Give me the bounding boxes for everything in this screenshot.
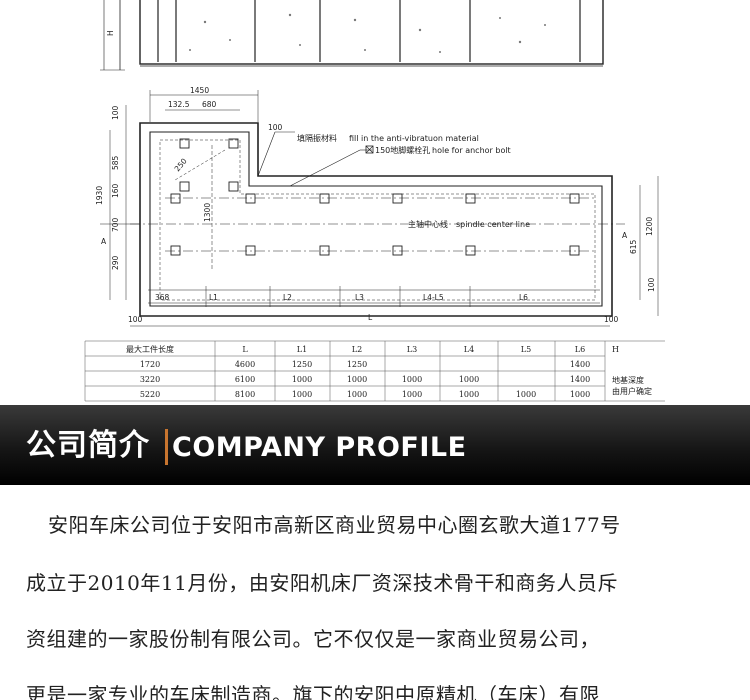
dim-250: 250 [173, 156, 189, 173]
table-header-cell: L1 [297, 345, 307, 354]
section-banner: 公司简介 COMPANY PROFILE [0, 405, 750, 485]
dim-1930: 1930 [95, 186, 104, 205]
left-dim-5: 290 [111, 255, 120, 270]
seg-l4l5: L4-L5 [423, 293, 444, 302]
table-header-cell: L2 [352, 345, 362, 354]
bottom-dim-l: L [368, 313, 373, 322]
table-header-cell: H [612, 345, 619, 354]
section-mark-right: A [622, 231, 628, 240]
table-cell: 1000 [516, 390, 536, 399]
table-header-cell: L5 [521, 345, 531, 354]
table-cell: 1400 [570, 375, 590, 384]
table-cell: 8100 [235, 390, 255, 399]
left-dim-3: 160 [111, 183, 120, 198]
table-header-cell: L6 [575, 345, 585, 354]
table-cell: 3220 [140, 375, 160, 384]
right-dim-615: 615 [629, 239, 638, 254]
table-header-cell: 最大工件长度 [126, 344, 174, 354]
table-header-cell: L3 [407, 345, 417, 354]
profile-line-4: 更是一家专业的车床制造商。旗下的安阳中原精机（车床）有限 [26, 683, 600, 700]
dim-100-note: 100 [268, 123, 283, 132]
note-bolt-cn: 150地脚螺栓孔 [375, 145, 430, 155]
table-cell: 1000 [292, 375, 312, 384]
right-dim-1200: 1200 [645, 217, 654, 236]
profile-line-3: 资组建的一家股份制有限公司。它不仅仅是一家商业贸易公司， [26, 627, 600, 651]
dim-1450: 1450 [190, 86, 209, 95]
section-title-en: COMPANY PROFILE [172, 432, 467, 463]
foundation-drawing: H [84, 0, 665, 402]
note-fill-cn: 填隔振材料 [297, 133, 337, 143]
elevation-view [100, 0, 604, 71]
profile-line-2: 成立于2010年11月份，由安阳机床厂资深技术骨干和商务人员斥 [26, 571, 618, 595]
table-cell: 6100 [235, 375, 255, 384]
spindle-en: spindle center line [456, 220, 530, 229]
table-cell: 1000 [402, 375, 422, 384]
h-note-1: 地基深度 [612, 375, 644, 385]
table-header-cell: L [242, 345, 248, 354]
plan-view [130, 122, 625, 317]
table-cell: 1250 [347, 360, 367, 369]
bottom-dim-100-left: 100 [128, 315, 143, 324]
table-cell: 1000 [347, 390, 367, 399]
spindle-cn: 主轴中心线 [408, 219, 448, 229]
right-dim-100: 100 [647, 277, 656, 292]
anchor-bolt-holes [170, 138, 580, 256]
bottom-dim-100-right: 100 [604, 315, 619, 324]
table-cell: 1000 [459, 375, 479, 384]
dim-132: 132.5 [168, 100, 190, 109]
seg-l2: L2 [283, 293, 292, 302]
seg-l3: L3 [355, 293, 364, 302]
note-fill-en: fill in the anti-vibratuon material [349, 134, 479, 143]
table-cell: 1000 [292, 390, 312, 399]
h-note-2: 由用户确定 [612, 386, 652, 396]
company-profile-text: 安阳车床公司位于安阳市高新区商业贸易中心圈玄歌大道177号 成立于2010年11… [0, 485, 750, 700]
spec-table-grid [84, 340, 665, 402]
seg-l6: L6 [519, 293, 528, 302]
dimension-lines [100, 90, 659, 327]
table-header-cell: L4 [464, 345, 474, 354]
section-title-cn: 公司简介 [26, 428, 150, 463]
elevation-h-label: H [106, 30, 115, 36]
note-bolt-en: hole for anchor bolt [432, 146, 511, 155]
dim-680: 680 [202, 100, 217, 109]
table-cell: 1720 [140, 360, 160, 369]
table-cell: 5220 [140, 390, 160, 399]
table-cell: 1400 [570, 360, 590, 369]
spec-table: 最大工件长度 L L1 L2 L3 L4 L5 L6 H 1720 4600 1250 1250 1400… [126, 344, 652, 399]
table-cell: 1000 [347, 375, 367, 384]
seg-l1: L1 [209, 293, 218, 302]
seg-368: 368 [155, 293, 170, 302]
title-divider-bar [165, 429, 168, 465]
section-mark-left: A [101, 237, 107, 246]
profile-line-1: 安阳车床公司位于安阳市高新区商业贸易中心圈玄歌大道177号 [48, 513, 621, 537]
table-cell: 1000 [459, 390, 479, 399]
bolt-hole-legend-icon [365, 145, 374, 154]
dim-1300: 1300 [203, 203, 212, 222]
left-dim-2: 585 [111, 155, 120, 170]
table-cell: 1000 [402, 390, 422, 399]
left-dim-1: 100 [111, 105, 120, 120]
table-cell: 1250 [292, 360, 312, 369]
left-dim-4: 700 [111, 217, 120, 232]
table-cell: 1000 [570, 390, 590, 399]
table-cell: 4600 [235, 360, 255, 369]
